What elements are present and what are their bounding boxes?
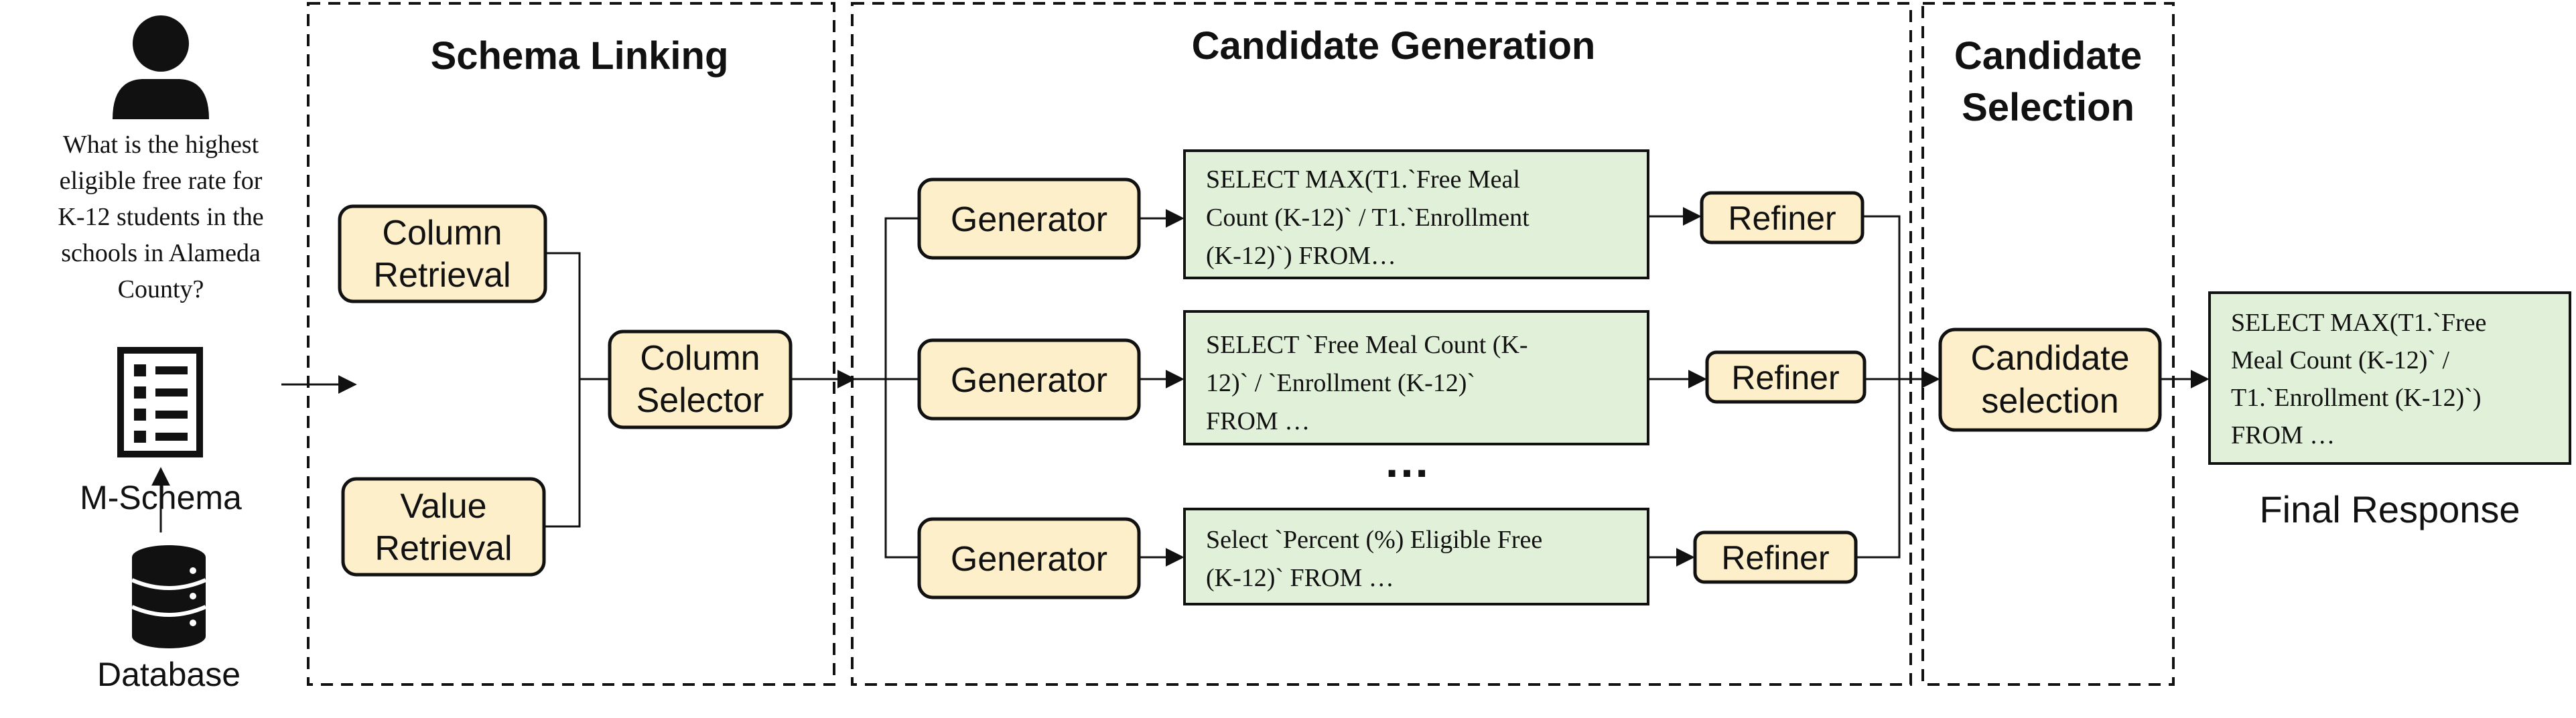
node-label: Selector [636, 381, 764, 420]
node-label: Retrieval [373, 256, 511, 295]
node-label: Candidate [1970, 339, 2129, 378]
candidate-generation-frame [851, 2, 1912, 686]
refiner-node: Refiner [1700, 191, 1865, 244]
question-line: eligible free rate for [60, 167, 263, 195]
sql-candidate-box: SELECT `Free Meal Count (K- 12)` / `Enro… [1183, 310, 1649, 445]
value-retrieval-node: Value Retrieval [341, 477, 546, 577]
sql-line: T1.`Enrollment (K-12)`) [2231, 384, 2482, 412]
sql-line: (K-12)`) FROM… [1206, 242, 1396, 270]
refiner-merge-bracket [1856, 215, 1901, 559]
user-icon [113, 15, 209, 119]
sql-candidate-box: Select `Percent (%) Eligible Free (K-12)… [1183, 508, 1649, 605]
sql-line: SELECT MAX(T1.`Free Meal [1206, 165, 1520, 194]
generator-node: Generator [917, 517, 1141, 599]
final-sql-box: SELECT MAX(T1.`Free Meal Count (K-12)` /… [2208, 291, 2571, 465]
column-selector-node: Column Selector [608, 330, 793, 429]
node-label: Generator [951, 200, 1107, 239]
question-line: What is the highest [63, 131, 259, 159]
generator-fork [884, 217, 919, 559]
database-icon [131, 545, 207, 648]
refiner-node: Refiner [1693, 530, 1858, 584]
candidate-selection-frame [1921, 2, 2175, 686]
node-label: Refiner [1721, 539, 1829, 577]
schema-linking-title: Schema Linking [431, 34, 729, 78]
question-line: County? [118, 275, 204, 303]
node-label: Retrieval [375, 529, 512, 568]
sql-candidate-box: SELECT MAX(T1.`Free Meal Count (K-12)` /… [1183, 149, 1649, 279]
document-list-icon [117, 347, 203, 457]
schema-linking-frame [307, 2, 835, 686]
node-label: Column [640, 339, 760, 378]
node-label: Value [400, 487, 486, 526]
generator-node: Generator [917, 338, 1141, 421]
node-label: Generator [951, 361, 1107, 400]
node-label: Refiner [1728, 200, 1836, 237]
refiner-node: Refiner [1705, 350, 1867, 404]
sql-line: Select `Percent (%) Eligible Free [1206, 526, 1542, 554]
node-label: Refiner [1731, 359, 1839, 397]
question-text: What is the highest eligible free rate f… [58, 131, 263, 303]
node-label: selection [1981, 382, 2118, 421]
node-label: Generator [951, 540, 1107, 579]
sql-line: FROM … [1206, 407, 1310, 435]
candidate-selection-node: Candidate selection [1938, 328, 2162, 432]
candidate-selection-title-line2: Selection [1962, 86, 2134, 129]
question-line: K-12 students in the [58, 203, 263, 231]
question-line: schools in Alameda [61, 239, 261, 267]
generator-node: Generator [917, 177, 1141, 260]
sql-line: SELECT `Free Meal Count (K- [1206, 331, 1528, 359]
column-retrieval-node: Column Retrieval [338, 204, 547, 303]
database-label: Database [97, 656, 241, 693]
sql-line: Count (K-12)` / T1.`Enrollment [1206, 204, 1530, 232]
more-candidates-ellipsis: … [1383, 435, 1430, 487]
final-response-label: Final Response [2259, 488, 2520, 530]
node-label: Column [382, 214, 502, 253]
retrieval-bracket [544, 252, 581, 528]
sql-line: FROM … [2231, 421, 2335, 449]
sql-line: 12)` / `Enrollment (K-12)` [1206, 369, 1475, 397]
sql-line: (K-12)` FROM … [1206, 564, 1394, 592]
sql-line: Meal Count (K-12)` / [2231, 346, 2450, 374]
candidate-generation-title: Candidate Generation [1192, 24, 1596, 68]
sql-line: SELECT MAX(T1.`Free [2231, 309, 2486, 337]
candidate-selection-title-line1: Candidate [1954, 34, 2142, 78]
